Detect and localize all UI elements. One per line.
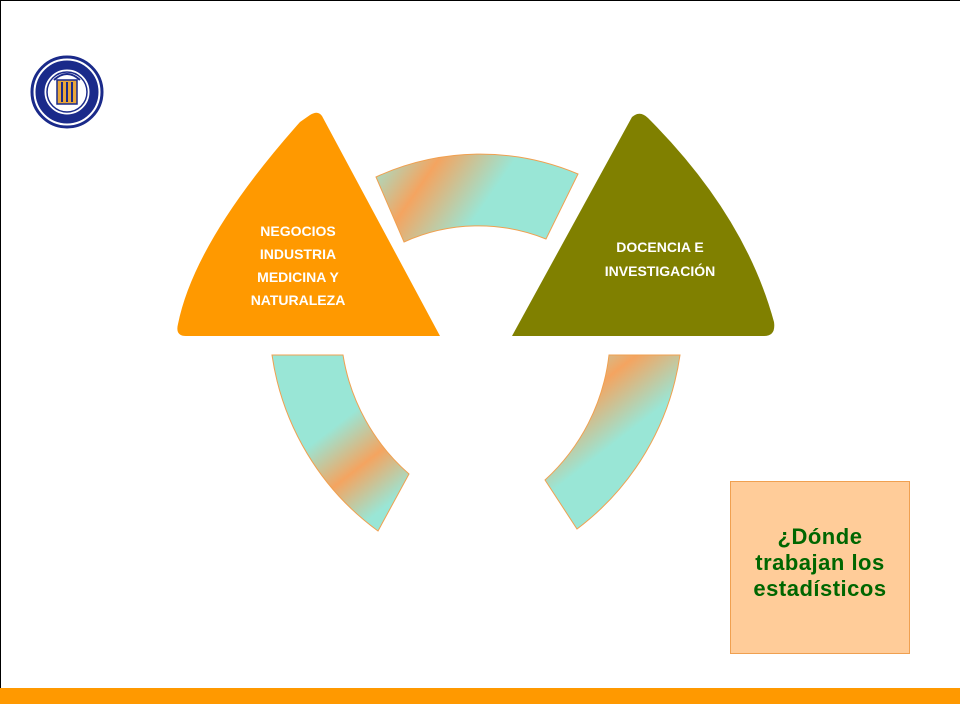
business-line-3: MEDICINA Y: [257, 269, 339, 285]
callout-line-3: estadísticos: [753, 576, 887, 601]
cycle-diagram: NEGOCIOS INDUSTRIA MEDICINA Y NATURALEZA…: [30, 55, 775, 532]
question-callout: ¿Dónde trabajan los estadísticos: [730, 481, 910, 654]
cycle-arc-left: [271, 354, 410, 532]
cycle-arc-right: [544, 354, 681, 530]
frame-left-border: [0, 0, 1, 690]
footer-bar: [0, 688, 960, 704]
frame-top-border: [0, 0, 960, 1]
university-seal-icon: [30, 55, 104, 129]
callout-text: ¿Dónde trabajan los estadísticos: [731, 524, 909, 602]
callout-line-2: trabajan los: [755, 550, 885, 575]
footer-divider: [0, 706, 960, 708]
business-line-1: NEGOCIOS: [260, 223, 335, 239]
cycle-arc-top: [375, 153, 579, 243]
teaching-line-2: INVESTIGACIÓN: [605, 262, 715, 279]
callout-line-1: ¿Dónde: [777, 524, 863, 549]
triangle-business: [177, 112, 440, 337]
teaching-line-1: DOCENCIA E: [616, 239, 703, 255]
business-line-4: NATURALEZA: [251, 292, 346, 308]
triangle-teaching: [512, 113, 775, 336]
business-line-2: INDUSTRIA: [260, 246, 336, 262]
